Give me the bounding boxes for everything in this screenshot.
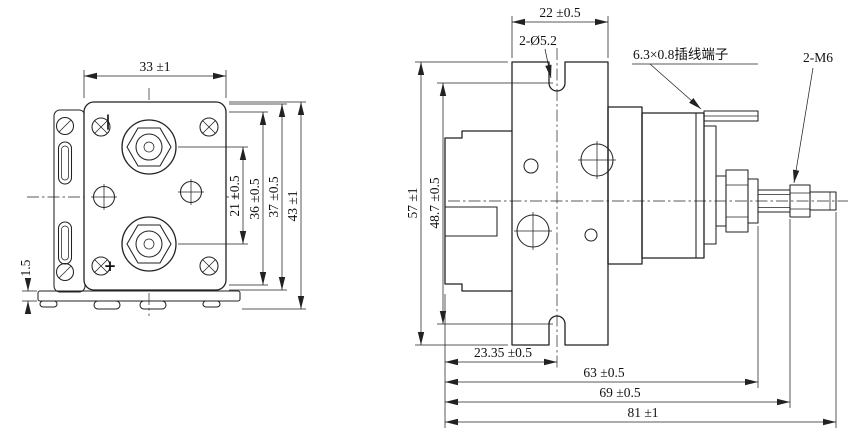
- terminal-bottom: [121, 216, 177, 272]
- dim-81-text: 81 ±1: [627, 405, 658, 420]
- thread-callout-text: 2-M6: [803, 50, 833, 65]
- hole-callout-text: 2-Ø5.2: [519, 33, 557, 48]
- spade-terminal-callout-text: 6.3×0.8插线端子: [633, 47, 728, 62]
- arc-chute-recess: [445, 206, 498, 237]
- corner-screw-top-left: [91, 117, 111, 137]
- dim-63-text: 63 ±0.5: [583, 365, 624, 380]
- terminal-top: [121, 119, 177, 175]
- dim-terminal-spacing: 21 ±0.5: [178, 146, 248, 245]
- mounting-plate: [511, 61, 609, 346]
- plate-hole-bottom: [584, 228, 598, 242]
- dim-69: 69 ±0.5: [445, 219, 791, 408]
- dim-plate-width-text: 22 ±0.5: [539, 5, 580, 20]
- plate-screw-left: [514, 212, 552, 250]
- dim-front-width-text: 33 ±1: [139, 59, 170, 74]
- dim-81: 81 ±1: [445, 212, 837, 428]
- flange-screw-top: [55, 116, 75, 136]
- dim-front-width: 33 ±1: [83, 59, 227, 98]
- plate-screw-right: [578, 141, 616, 179]
- dim-plate-height-text: 57 ±1: [405, 187, 420, 218]
- cover-screw-left: [91, 184, 117, 210]
- dim-37-text: 37 ±0.5: [266, 176, 281, 217]
- front-view: | + 33 ±1 21 ±0.5 36 ±0.5 37 ±0.5: [18, 59, 306, 316]
- dim-bracket-thickness: 1.5: [18, 259, 37, 314]
- dim-69-text: 69 ±0.5: [599, 385, 640, 400]
- dim-plate-width: 22 ±0.5: [511, 5, 609, 58]
- dim-63: 63 ±0.5: [445, 226, 759, 388]
- polarity-bottom-mark: +: [104, 257, 117, 275]
- corner-screw-top-right: [199, 117, 219, 137]
- flange-screw-bottom: [55, 262, 75, 282]
- spade-terminal-callout: 6.3×0.8插线端子: [632, 47, 758, 110]
- hole-callout: 2-Ø5.2: [519, 33, 557, 79]
- side-view: 2-Ø5.2 6.3×0.8插线端子 2-M6 22 ±0.5 57 ±1: [405, 5, 848, 428]
- polarity-top-mark: |: [105, 112, 110, 131]
- dim-bracket-thickness-text: 1.5: [18, 259, 33, 276]
- dim-terminal-spacing-text: 21 ±0.5: [227, 175, 242, 216]
- dim-front-height-text: 43 ±1: [285, 190, 300, 221]
- thread-callout: 2-M6: [792, 50, 833, 184]
- arc-chute-body: [444, 130, 513, 292]
- cover-screw-right: [178, 179, 204, 205]
- dim-plate-height: 57 ±1: [405, 61, 508, 346]
- dim-37: 37 ±0.5: [229, 103, 287, 291]
- dim-front-height: 43 ±1: [229, 101, 306, 310]
- dim-foot-text: 23.35 ±0.5: [474, 345, 532, 360]
- dim-36: 36 ±0.5: [229, 111, 268, 286]
- stud-assembly: [715, 169, 837, 233]
- dim-foot: 23.35 ±0.5: [445, 345, 557, 366]
- corner-screw-bottom-left: [91, 256, 111, 276]
- dim-hole-spacing-text: 48.7 ±0.5: [427, 177, 442, 229]
- corner-screw-bottom-right: [199, 256, 219, 276]
- spade-terminal: [703, 110, 759, 122]
- dim-hole-spacing: 48.7 ±0.5: [427, 82, 553, 325]
- mounting-bracket: [37, 290, 241, 310]
- coil-assembly: [607, 106, 717, 265]
- plate-hole-top: [523, 158, 539, 174]
- contactor-body: [83, 101, 227, 291]
- dim-36-text: 36 ±0.5: [247, 178, 262, 219]
